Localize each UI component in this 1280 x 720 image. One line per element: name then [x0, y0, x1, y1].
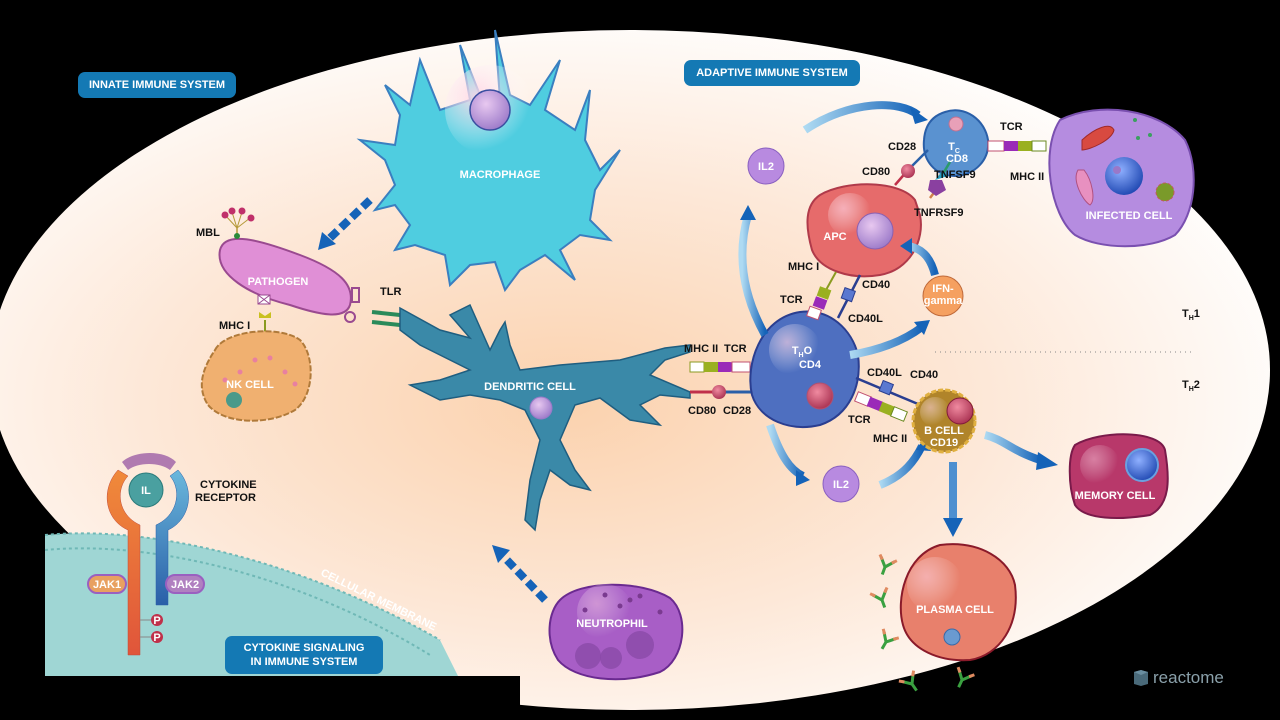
- tlr-label: TLR: [380, 286, 401, 298]
- mhc1-apc-label: MHC I: [788, 261, 819, 273]
- cd28-dc-label: CD28: [723, 405, 751, 417]
- tcr-mhc2-complex-tc: [987, 140, 1047, 152]
- il2-top: [747, 147, 785, 185]
- dendritic-cell: [371, 303, 691, 532]
- nk-cell-label: NK CELL: [226, 379, 274, 391]
- cd40-apc-label: CD40: [862, 279, 890, 291]
- pathogen: [218, 207, 360, 323]
- antibodies: [869, 553, 975, 692]
- dashed-arrow-neutrophil: [492, 545, 548, 603]
- cytokine-receptor-label-2: RECEPTOR: [195, 492, 256, 504]
- macrophage: [356, 29, 621, 293]
- reactome-logo: reactome: [1132, 668, 1224, 688]
- tcr-tc-label: TCR: [1000, 121, 1023, 133]
- b-cell: [911, 388, 977, 454]
- cytokine-signaling-line1: CYTOKINE SIGNALING: [243, 642, 365, 654]
- dashed-arrow-macrophage: [318, 197, 373, 250]
- tcr-b-label: TCR: [848, 414, 871, 426]
- macrophage-label: MACROPHAGE: [460, 169, 541, 181]
- reactome-text: reactome: [1153, 668, 1224, 687]
- cytokine-receptor-label-1: CYTOKINE: [200, 479, 257, 491]
- arrow-b-to-plasma: [943, 462, 963, 537]
- b-cell-marker: CD19: [930, 437, 958, 449]
- memory-cell-label: MEMORY CELL: [1075, 490, 1156, 502]
- arrow-to-il2-top: [738, 213, 769, 337]
- apc-label: APC: [823, 231, 846, 243]
- p1-label: P: [153, 615, 160, 627]
- cd40-cd40l-complex-apc: [836, 274, 862, 319]
- th0-cd4-cell: [749, 310, 860, 428]
- cytokine-signaling-line2: IN IMMUNE SYSTEM: [250, 656, 358, 668]
- tcr-mhc2-complex-b: [853, 391, 909, 422]
- cd28-tc-label: CD28: [888, 141, 916, 153]
- arrow-to-tc: [802, 101, 921, 134]
- th0-marker: CD4: [799, 359, 822, 371]
- ifn-label-2: gamma: [924, 295, 963, 307]
- tcr-dc-label: TCR: [724, 343, 747, 355]
- dendritic-cell-label: DENDRITIC CELL: [484, 381, 576, 393]
- infected-cell-label: INFECTED CELL: [1086, 210, 1173, 222]
- mhc1-nk-label: MHC I: [219, 320, 250, 332]
- cd80-cd28-complex-dc: [690, 385, 752, 399]
- mhc2-dc-label: MHC II: [684, 343, 718, 355]
- cd40l-b-label: CD40L: [867, 367, 902, 379]
- tc-marker: CD8: [946, 153, 968, 165]
- reactome-cube-icon: [1134, 670, 1148, 686]
- jak2-label: JAK2: [171, 579, 199, 591]
- cd80-dc-label: CD80: [688, 405, 716, 417]
- adaptive-immune-system-badge[interactable]: ADAPTIVE IMMUNE SYSTEM: [684, 60, 860, 86]
- mbl-icon: [221, 207, 255, 239]
- tnfrsf9-label: TNFRSF9: [914, 207, 964, 219]
- neutrophil-label: NEUTROPHIL: [576, 618, 648, 630]
- mhc2-tcr-complex-dc: [689, 361, 751, 373]
- innate-immune-system-badge[interactable]: INNATE IMMUNE SYSTEM: [78, 72, 236, 98]
- il2-bottom: [822, 465, 860, 503]
- mhc1-tcr-complex-apc: [806, 271, 837, 321]
- il2-top-label: IL2: [758, 161, 774, 173]
- b-cell-label: B CELL: [924, 425, 964, 437]
- cd40-b-label: CD40: [910, 369, 938, 381]
- cd40l-cd40-complex-b: [855, 376, 919, 406]
- arrow-b-to-memory: [983, 431, 1058, 470]
- memory-cell: [1068, 433, 1169, 519]
- mhc2-inf-label: MHC II: [1010, 171, 1044, 183]
- cd40l-apc-label: CD40L: [848, 313, 883, 325]
- jak1-label: JAK1: [93, 579, 121, 591]
- il-label: IL: [141, 485, 151, 497]
- tcr-apc-label: TCR: [780, 294, 803, 306]
- plasma-cell: [899, 543, 1017, 662]
- arrow-th0-to-ifn: [849, 323, 925, 359]
- mbl-label: MBL: [196, 227, 220, 239]
- ifn-gamma: [922, 275, 964, 317]
- pathogen-label: PATHOGEN: [248, 276, 309, 288]
- tnfsf9-label: TNFSF9: [934, 169, 976, 181]
- p2-label: P: [153, 632, 160, 644]
- th0-label: THO: [792, 345, 813, 359]
- neutrophil: [548, 583, 684, 681]
- th2-label: TH2: [1182, 379, 1200, 393]
- il2-bottom-label: IL2: [833, 479, 849, 491]
- th1-label: TH1: [1182, 308, 1200, 322]
- nk-cell: [200, 312, 312, 422]
- ifn-label-1: IFN-: [932, 283, 954, 295]
- tnfsf9-tnfrsf9-complex: [928, 161, 952, 199]
- apc-cell: [806, 183, 922, 278]
- mhc2-b-label: MHC II: [873, 433, 907, 445]
- cd80-cd28-complex-tc: [894, 149, 929, 186]
- infected-cell: [1048, 108, 1195, 248]
- cd80-tc-label: CD80: [862, 166, 890, 178]
- cytokine-signaling-badge[interactable]: CYTOKINE SIGNALING IN IMMUNE SYSTEM: [225, 636, 383, 674]
- tc-label: TC: [948, 141, 960, 155]
- plasma-cell-label: PLASMA CELL: [916, 604, 994, 616]
- tc-cd8-cell: [922, 109, 990, 178]
